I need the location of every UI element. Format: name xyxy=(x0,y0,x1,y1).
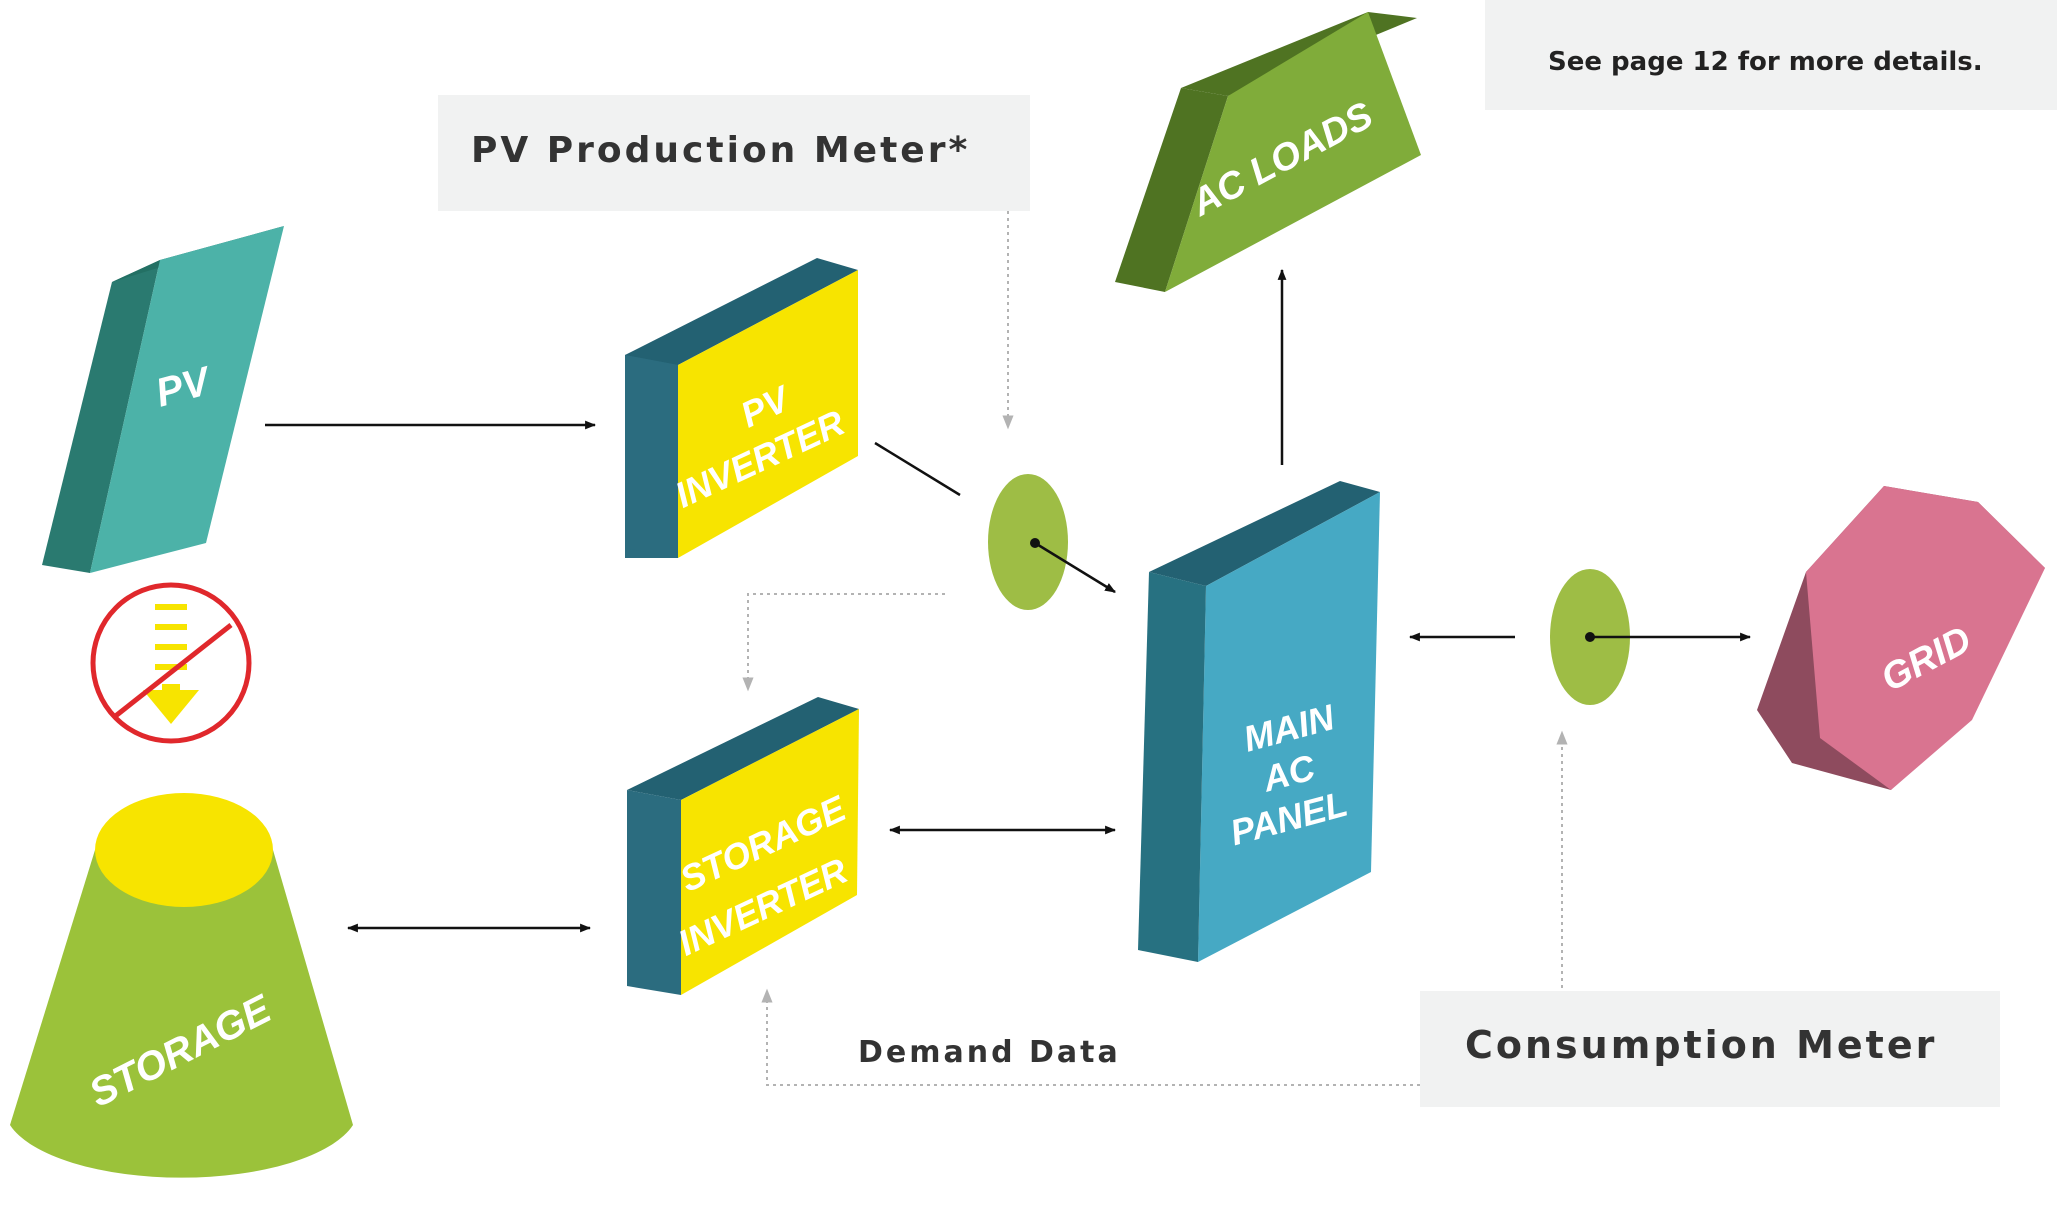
note-box xyxy=(1485,0,2057,110)
consumption-meter-dot xyxy=(1585,632,1595,642)
data-lines xyxy=(742,211,1568,1086)
storage-tank: STORAGE xyxy=(10,793,353,1178)
meter-to-storage-inverter-data-line xyxy=(742,593,945,692)
pv-production-meter-callout xyxy=(438,95,1030,211)
demand-data-line xyxy=(761,988,1420,1086)
pv-production-meter-label: PV Production Meter* xyxy=(471,130,970,171)
flow-arrows xyxy=(265,268,1752,933)
consumption-meter-label: Consumption Meter xyxy=(1465,1023,1937,1067)
pv-production-meter xyxy=(988,474,1068,610)
meter-to-panel-arrow xyxy=(1034,541,1116,594)
grid: GRID xyxy=(1757,486,2045,790)
demand-data-label: Demand Data xyxy=(858,1035,1121,1070)
pv-meter-dot xyxy=(1030,538,1040,548)
pv-module: PV xyxy=(42,226,284,573)
pv-inverter: PV INVERTER xyxy=(625,258,858,558)
storage-inverter: STORAGE INVERTER xyxy=(627,697,859,995)
no-charge-from-grid-icon xyxy=(90,582,252,744)
inverter-to-meter-line xyxy=(874,441,961,497)
main-ac-panel: MAIN AC PANEL xyxy=(1138,481,1380,962)
consumption-meter-callout xyxy=(1420,991,2000,1107)
note-text: See page 12 for more details. xyxy=(1548,47,1983,77)
ac-loads: AC LOADS xyxy=(1115,12,1421,292)
